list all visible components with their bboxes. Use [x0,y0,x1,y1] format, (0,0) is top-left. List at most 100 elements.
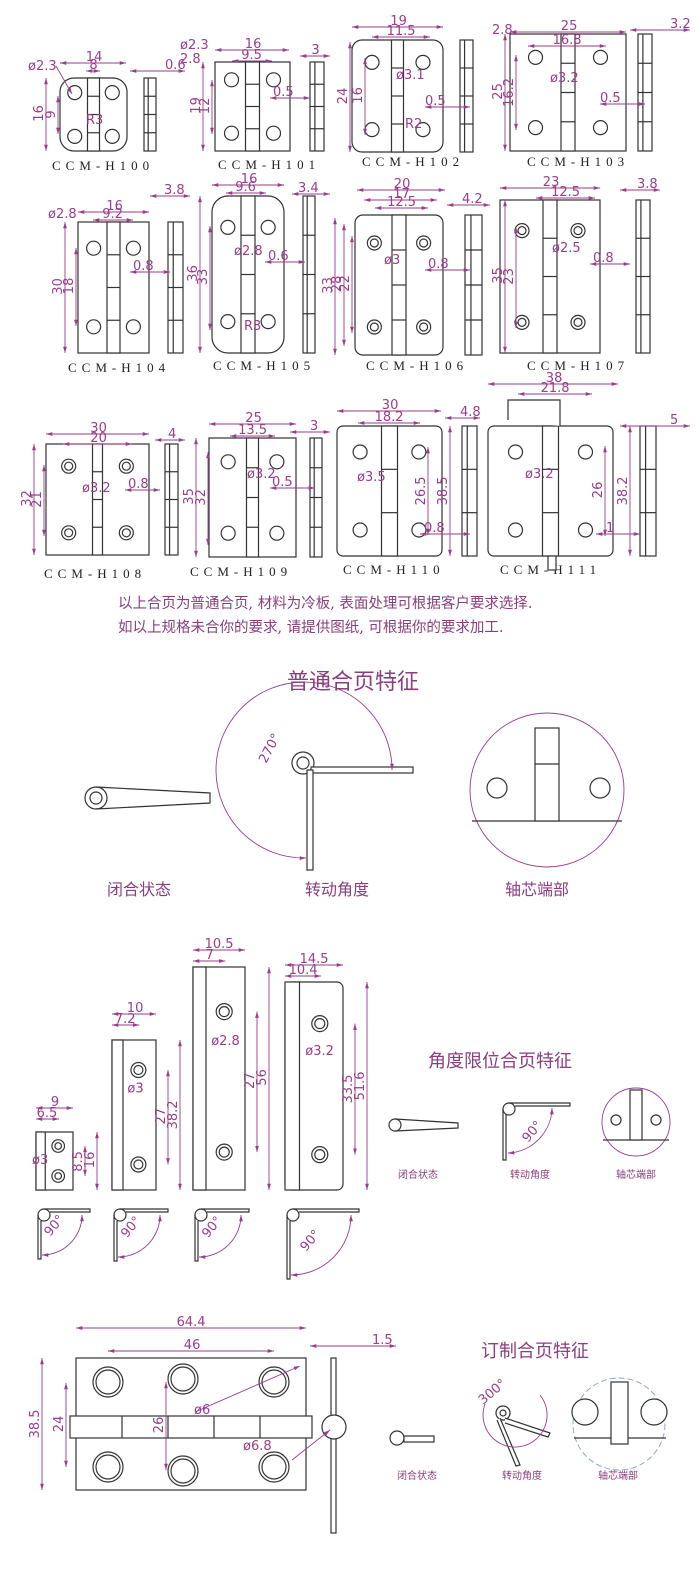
h100-dim-hole-dia: ø2.3 [28,59,57,74]
h108-dim-width: 30 [90,421,107,436]
hinge-ccm-h100-label: CCM-H100 [52,158,154,173]
hinge-ccm-h101-screw-hole [223,72,240,88]
limit-hinge-2-rot-leaf-fixed [113,1215,118,1262]
custom-hinge-knuckle [69,1415,313,1439]
hinge-ccm-h103-screw-hole [527,119,544,136]
hinge-ccm-h105-screw-hole [260,219,276,235]
h100-dim-height: 16 [32,105,47,122]
limit-hinge-4-dim-hole-pitch: 33.5 [341,1075,356,1104]
h105-dim-radius: R3 [244,319,261,334]
hinge-ccm-h107-screw-hole-inner [517,317,527,327]
h105-dim-width: 16 [241,172,258,187]
h111-pin-handle [507,399,561,426]
hinge-ccm-h100-screw-hole [104,84,120,101]
custom-dim-knuckle-dia: ø6.8 [243,1439,272,1454]
h105-dim-side: 3.4 [298,181,319,196]
hinge-ccm-h106-screw-hole [416,235,432,251]
hinge-ccm-h104-screw-hole [86,319,102,335]
h102-dim-radius: R2 [405,117,422,132]
hinge-ccm-h111-screw-hole [507,444,524,460]
h104-dim-hole-dia: ø2.8 [48,207,77,222]
limit-hinge-2-rot-knuckle [113,1208,127,1222]
h102-dim-width: 19 [390,14,407,29]
hinge-ccm-h110-screw-hole [352,444,368,460]
limit-closed-leaves [394,1118,459,1132]
h106-dim-height: 33 [321,277,336,294]
h106-dim-pitch-a: 28 [330,276,345,293]
limit-rotation-arc [507,1107,554,1155]
h103-dim-hole-pitch: 16.2 [502,78,517,107]
limit-hinge-4-rot-knuckle [286,1208,300,1222]
limit-hinge-1-knuckle [35,1131,46,1191]
hinge-ccm-h106-screw-hole [416,319,432,335]
limit-hinge-4-hole-bottom-inner [314,1149,326,1161]
custom-screw-hole-inner [170,1366,196,1392]
limit-rotation-leaf-fixed [502,1109,507,1161]
hinge-ccm-h104-screw-hole [125,240,141,256]
custom-screw-hole [258,1451,290,1483]
hinge-ccm-h105-label: CCM-H105 [213,358,315,373]
hinge-ccm-h106-screw-hole [366,319,382,335]
custom-screw-hole-inner [170,1458,196,1484]
h111-dim-width: 38 [546,371,563,386]
custom-screw-hole-inner [261,1369,287,1395]
limit-hinge-2-dim-width: 10 [127,1001,144,1016]
hinge-ccm-h111-screw-hole [577,522,594,538]
limit-hinge-1-hole-top [51,1139,66,1153]
limit-hinge-2-dim-hole-dia: ø3 [127,1082,143,1097]
hinge-ccm-h107-screw-hole-inner [517,226,527,236]
limit-hinge-2-dim-hole-pitch: 27 [154,1108,169,1125]
custom-pin-end-knuckle [610,1381,629,1445]
h109-dim-width: 25 [245,411,262,426]
limit-pin-end-knuckle [629,1089,643,1141]
h103-dim-height: 25 [491,83,506,100]
h102-dim-hole-pitch: 16 [351,87,366,104]
custom-dim-height: 38.5 [28,1409,43,1438]
h100-dim-width: 14 [86,50,103,65]
h111-dim-hole-dia: ø3.2 [525,467,554,482]
limit-hinge-3-hole-top-inner [218,1005,230,1018]
hinge-ccm-h103-screw-hole [527,49,544,66]
h104-dim-width: 16 [106,199,123,214]
limit-hinge-1-dim-hole-offset: 6.5 [37,1106,58,1121]
limit-hinge-3-rot-knuckle [194,1208,208,1222]
h110-dim-height: 38.5 [436,476,451,505]
h108-dim-height: 32 [20,490,35,507]
pin-end-detail-circle [469,712,625,868]
caption-closed-limit: 闭合状态 [398,1170,438,1181]
h107-dim-hole-pitch: 23 [502,268,517,285]
custom-screw-hole-inner [95,1369,121,1395]
h106-dim-hole-dia: ø3 [384,253,400,268]
rotation-leaf-open [310,766,414,774]
custom-rotation-angle-label: 300° [476,1376,510,1408]
limit-hinge-1-rot-leaf-open [44,1208,91,1213]
h110-dim-thickness: 0.8 [424,521,445,536]
h108-dim-hole-dia: ø3.2 [82,481,111,496]
h102-dim-hole-dia: ø3.1 [396,68,425,83]
section-title-custom: 订制合页特征 [481,1341,589,1362]
limit-hinge-1-rot-leaf-fixed [37,1215,42,1260]
hinge-ccm-h106-screw-hole-inner [419,322,429,332]
h109-dim-hole-span: 13.5 [238,423,267,438]
h104-dim-side: 3.8 [164,183,185,198]
hinge-ccm-h101-screw-hole [265,72,282,88]
closed-leaves [95,786,211,810]
h101-dim-offset: 2.8 [180,52,201,67]
hinge-ccm-h108-screw-hole [61,525,77,541]
h106-dim-width: 20 [394,177,411,192]
limit-hinge-2-dim-height: 38.2 [166,1100,181,1129]
h107-dim-hole-span: 12.5 [551,185,580,200]
h105-dim-height: 36 [186,265,201,282]
h108-dim-hole-span: 20 [90,431,107,446]
hinge-ccm-h105-screw-hole [220,314,236,330]
h101-dim-hole-pitch: 12 [198,98,213,115]
hinge-ccm-h107-screw-hole [514,223,530,239]
custom-pin-end-hole-right [640,1398,668,1426]
limit-hinge-3-dim-hole-dia: ø2.8 [211,1034,240,1049]
custom-dim-hole-dia: ø6 [194,1403,210,1418]
limit-hinge-4-knuckle [284,981,301,1191]
custom-side-knuckle [321,1414,347,1440]
hinge-ccm-h111-side-view [639,425,657,557]
h101-dim-thickness: 0.5 [273,85,294,100]
h105-dim-hole-pitch: 33 [196,269,211,286]
